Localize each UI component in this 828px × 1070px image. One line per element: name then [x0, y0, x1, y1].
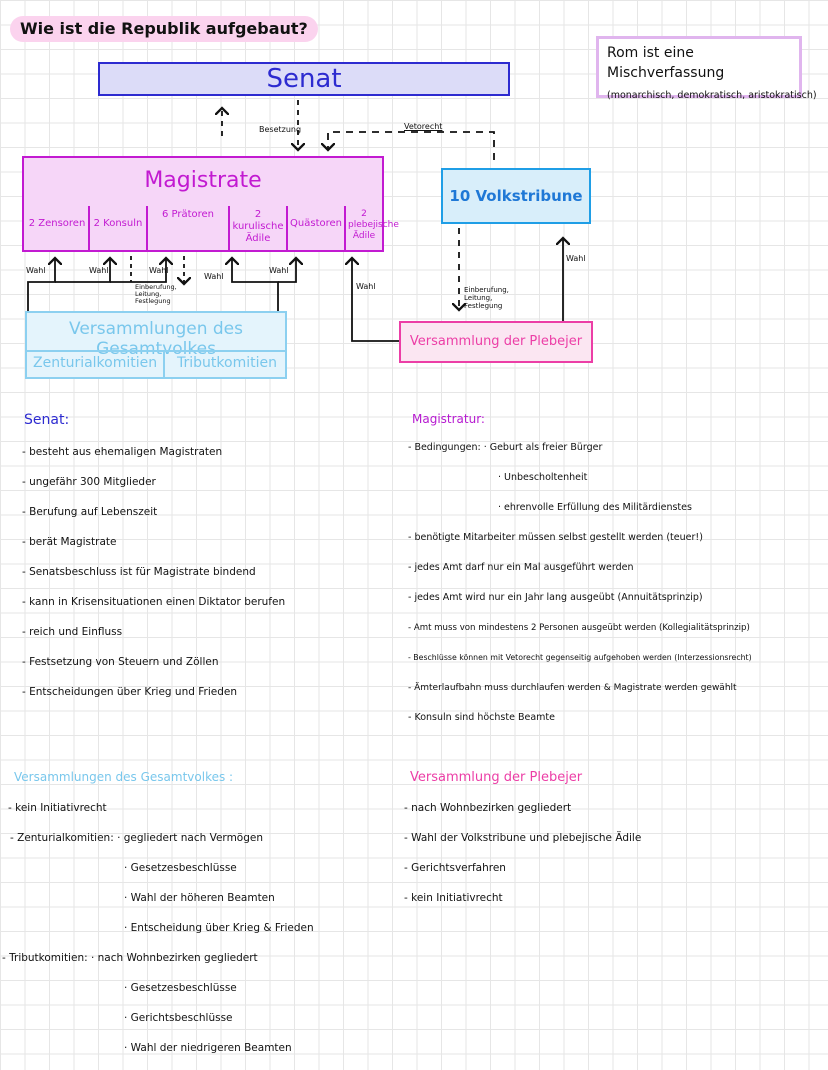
- label-wahl: Wahl: [89, 266, 109, 275]
- label-wahl: Wahl: [356, 282, 376, 291]
- list-item: - kein Initiativrecht: [404, 892, 503, 904]
- list-item: - reich und Einfluss: [22, 626, 123, 638]
- magistrate-cell-zensoren: 2 Zensoren: [28, 218, 86, 229]
- label-wahl: Wahl: [269, 266, 289, 275]
- list-item: - nach Wohnbezirken gegliedert: [404, 802, 572, 814]
- senat-list: - besteht aus ehemaligen Magistraten - u…: [22, 444, 285, 714]
- diagram-connectors: [27, 100, 828, 350]
- list-item: - Tributkomitien: · nach Wohnbezirken ge…: [2, 952, 258, 964]
- section-title-plebejer: Versammlung der Plebejer: [410, 770, 583, 785]
- label-besetzung: Besetzung: [259, 125, 302, 134]
- list-item: - Wahl der Volkstribune und plebejische …: [404, 832, 642, 844]
- magistrate-cell-konsuln: 2 Konsuln: [88, 206, 146, 250]
- list-item: - kann in Krisensituationen einen Diktat…: [22, 596, 286, 608]
- list-item: - Gerichtsverfahren: [404, 862, 506, 874]
- list-item: - Senatsbeschluss ist für Magistrate bin…: [22, 566, 256, 578]
- list-item: - Festsetzung von Steuern und Zöllen: [22, 656, 219, 668]
- list-item: - Ämterlaufbahn muss durchlaufen werden …: [408, 683, 737, 693]
- magistrate-cell-quaestoren: Quästoren: [286, 206, 344, 250]
- gesamtvolk-divider-h: [27, 350, 285, 352]
- list-item: - Konsuln sind höchste Beamte: [408, 712, 555, 723]
- magistrate-cell-praetoren: 6 Prätoren: [146, 206, 228, 250]
- list-item: - jedes Amt darf nur ein Mal ausgeführt …: [408, 562, 634, 573]
- list-item: · Gesetzesbeschlüsse: [124, 982, 237, 994]
- label-wahl: Wahl: [566, 254, 586, 263]
- section-title-senat: Senat:: [24, 412, 70, 428]
- list-item: - berät Magistrate: [22, 536, 117, 548]
- section-title-magistratur: Magistratur:: [412, 412, 485, 426]
- gesamtvolk-box: Versammlungen des Gesamtvolkes Zenturial…: [25, 311, 287, 379]
- gesamtvolk-list: - kein Initiativrecht - Zenturialkomitie…: [2, 800, 314, 1070]
- arrow-wahl-quaestoren: [278, 258, 296, 283]
- note-subtitle: (monarchisch, demokratisch, aristokratis…: [607, 90, 817, 101]
- list-item: - besteht aus ehemaligen Magistraten: [22, 446, 223, 458]
- list-item: - Berufung auf Lebenszeit: [22, 506, 158, 518]
- list-item: - kein Initiativrecht: [8, 802, 107, 814]
- list-item: - benötigte Mitarbeiter müssen selbst ge…: [408, 532, 703, 543]
- volkstribune-box: 10 Volkstribune: [441, 168, 591, 224]
- gesamtvolk-divider-v: [163, 350, 165, 377]
- magistrate-box: Magistrate 2 Zensoren 2 Konsuln 6 Prätor…: [22, 156, 399, 252]
- zenturialkomitien-label: Zenturialkomitien: [33, 355, 158, 371]
- list-item: · Wahl der niedrigeren Beamten: [124, 1042, 292, 1054]
- list-item: · Unbescholtenheit: [498, 472, 588, 483]
- tributkomitien-label: Tributkomitien: [177, 355, 277, 371]
- label-einberufung-gesamtvolk: Einberufung,Leitung,Festlegung: [135, 283, 177, 305]
- arrow-wahl-praetoren: [110, 258, 166, 283]
- list-item: - Beschlüsse können mit Vetorecht gegens…: [408, 653, 752, 662]
- label-einberufung-plebejer: Einberufung,Leitung,Festlegung: [464, 286, 509, 310]
- magistrate-cell-kurulische-aedile: 2 kurulische Ädile: [228, 206, 286, 250]
- magistratur-list: - Bedingungen: · Geburt als freier Bürge…: [408, 440, 752, 740]
- vetorecht-line: [328, 131, 495, 160]
- list-item: · Entscheidung über Krieg & Frieden: [124, 922, 314, 934]
- label-wahl: Wahl: [149, 266, 169, 275]
- list-item: - Amt muss von mindestens 2 Personen aus…: [408, 623, 750, 633]
- label-vetorecht: Vetorecht: [404, 122, 443, 131]
- list-item: · Wahl der höheren Beamten: [124, 892, 275, 904]
- list-item: - ungefähr 300 Mitglieder: [22, 476, 156, 488]
- list-item: - Bedingungen: · Geburt als freier Bürge…: [408, 442, 603, 453]
- list-item: - Zenturialkomitien: · gegliedert nach V…: [10, 832, 263, 844]
- page-title: Wie ist die Republik aufgebaut?: [10, 16, 318, 42]
- list-item: · Gesetzesbeschlüsse: [124, 862, 237, 874]
- plebejer-list: - nach Wohnbezirken gegliedert - Wahl de…: [404, 800, 641, 920]
- list-item: - jedes Amt wird nur ein Jahr lang ausge…: [408, 592, 703, 603]
- section-title-gesamtvolk: Versammlungen des Gesamtvolkes :: [14, 770, 234, 784]
- list-item: · ehrenvolle Erfüllung des Militärdienst…: [498, 502, 692, 513]
- mischverfassung-note: Rom ist eine Mischverfassung (monarchisc…: [596, 36, 817, 101]
- list-item: · Gerichtsbeschlüsse: [124, 1012, 233, 1024]
- magistrate-cell-plebejische-aedile: 2 plebejische Ädile: [344, 206, 399, 250]
- note-title: Rom ist eine Mischverfassung: [607, 45, 725, 81]
- list-item: - Entscheidungen über Krieg und Frieden: [22, 686, 237, 698]
- arrow-wahl-aedile: [352, 258, 399, 342]
- label-wahl: Wahl: [204, 272, 224, 281]
- label-wahl: Wahl: [26, 266, 46, 275]
- senat-box: Senat: [98, 62, 510, 96]
- plebejer-box: Versammlung der Plebejer: [399, 321, 593, 363]
- gesamtvolk-title: Versammlungen des Gesamtvolkes: [69, 319, 243, 359]
- magistrate-title: Magistrate: [144, 168, 262, 193]
